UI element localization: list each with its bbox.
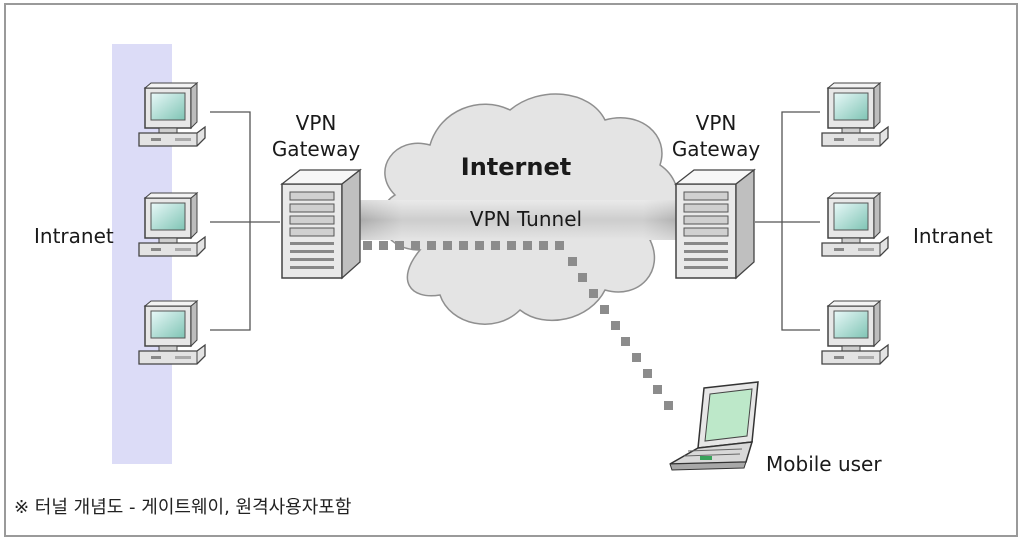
pc-right-1: [821, 82, 889, 147]
pc-left-3: [138, 300, 206, 365]
gateway-right-label-line2: Gateway: [672, 137, 761, 161]
mobile-user-label: Mobile user: [766, 452, 882, 476]
diagram-caption: ※ 터널 개념도 - 게이트웨이, 원격사용자포함: [14, 497, 352, 518]
pc-right-2: [821, 192, 889, 257]
vpn-gateway-right-server: [675, 169, 755, 279]
pc-left-1: [138, 82, 206, 147]
mobile-link-dotted: [363, 241, 673, 410]
gateway-right-label-line1: VPN: [696, 111, 737, 135]
intranet-right-label: Intranet: [913, 224, 993, 248]
vpn-tunnel-label: VPN Tunnel: [470, 207, 582, 231]
vpn-gateway-left-server: [281, 169, 361, 279]
left-lan-lines: [210, 111, 280, 331]
right-lan-lines: [755, 111, 820, 331]
internet-label: Internet: [461, 153, 571, 181]
pc-right-3: [821, 300, 889, 365]
laptop-icon: [669, 381, 759, 471]
intranet-left-label: Intranet: [34, 224, 114, 248]
pc-left-2: [138, 192, 206, 257]
gateway-left-label-line1: VPN: [296, 111, 337, 135]
vpn-tunnel: [350, 200, 695, 240]
gateway-left-label-line2: Gateway: [272, 137, 361, 161]
